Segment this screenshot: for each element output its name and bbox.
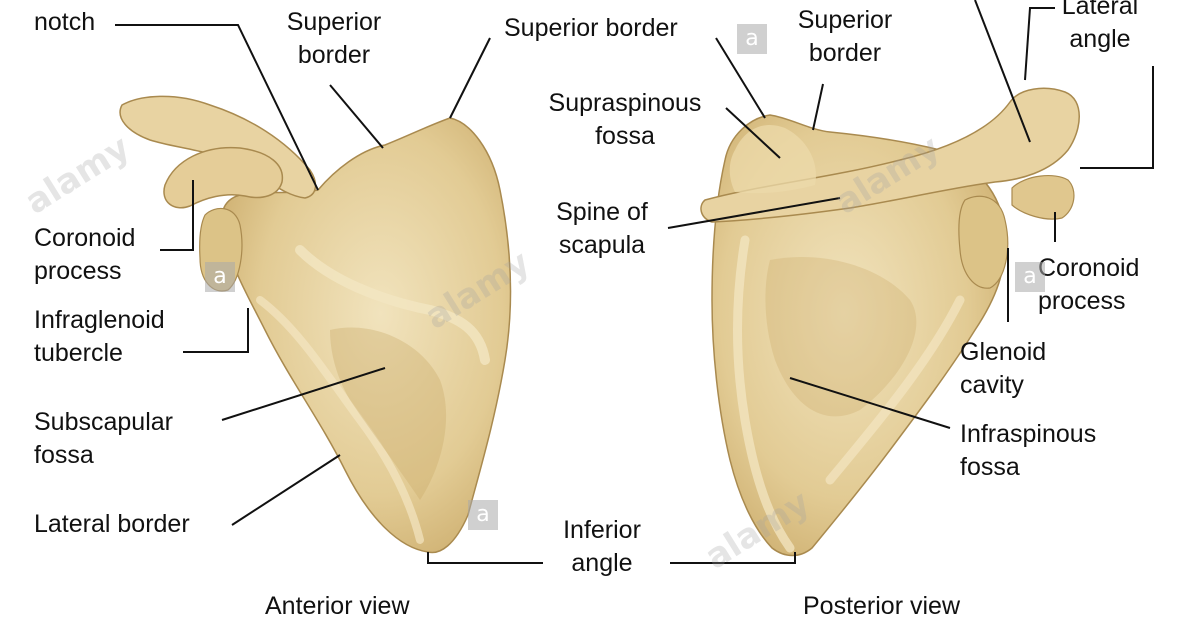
anterior-scapula xyxy=(119,95,512,554)
label-lateral-border: Lateral border xyxy=(34,510,190,538)
anterior-shade xyxy=(330,327,447,500)
leader-superior-border-mid xyxy=(715,37,766,119)
watermark-badge: a xyxy=(737,24,767,54)
posterior-ridge xyxy=(733,235,795,553)
posterior-ridge-2 xyxy=(825,295,965,485)
leader-infraglenoid xyxy=(183,308,249,353)
leader-infraspinous xyxy=(789,377,951,429)
label-spine: Spine of scapula xyxy=(556,198,648,259)
leader-superior-border-left-2 xyxy=(449,37,491,119)
leader-supraspinous xyxy=(725,107,781,159)
anterior-ridge-2 xyxy=(256,296,424,544)
label-infraspinous: Infraspinous fossa xyxy=(960,420,1097,481)
label-scapular-notch: notch xyxy=(34,8,96,36)
posterior-coronoid xyxy=(1011,174,1075,220)
leader-superior-border-right xyxy=(812,83,824,131)
watermark-badge: a xyxy=(1015,262,1045,292)
label-superior-border-mid: Superior border xyxy=(504,14,678,42)
leader-inferior-left xyxy=(427,552,543,564)
label-superior-border-right: Superior border xyxy=(797,6,893,67)
label-infraglenoid: Infraglenoid tubercle xyxy=(34,306,165,367)
leader-superior-border-left xyxy=(329,84,384,149)
label-subscapular: Subscapular fossa xyxy=(34,408,173,469)
leader-inferior-right xyxy=(670,552,796,564)
leader-bracket-right xyxy=(1080,66,1154,169)
caption-anterior-view: Anterior view xyxy=(265,592,410,620)
anterior-ridge xyxy=(295,245,490,365)
label-coronoid-right: Coronoid process xyxy=(1038,254,1140,315)
posterior-shade xyxy=(765,256,917,417)
label-superior-border-left: Superior border xyxy=(286,8,382,69)
caption-posterior-view: Posterior view xyxy=(803,592,960,620)
leader-subscapular xyxy=(221,367,386,421)
leader-lateral-top xyxy=(974,0,1031,143)
label-glenoid: Glenoid cavity xyxy=(960,338,1047,399)
posterior-body xyxy=(711,114,1007,557)
label-supraspinous: Supraspinous fossa xyxy=(548,89,702,150)
posterior-supraspinous xyxy=(729,124,816,194)
leader-lateral-angle xyxy=(1024,7,1055,81)
posterior-glenoid xyxy=(958,195,1009,289)
leader-spine xyxy=(667,197,841,229)
leader-coronoid-left xyxy=(160,180,194,251)
label-coronoid-left: Coronoid process xyxy=(34,224,136,285)
label-inferior-angle: Inferior angle xyxy=(563,516,641,577)
leader-scapular-notch xyxy=(115,24,319,191)
label-lateral-angle: Lateral angle xyxy=(1061,0,1139,53)
posterior-scapula xyxy=(700,87,1080,557)
watermark-badge: a xyxy=(205,262,235,292)
leader-lines xyxy=(115,0,1154,564)
leader-lateral-border xyxy=(231,454,341,526)
watermark-badge: a xyxy=(468,500,498,530)
